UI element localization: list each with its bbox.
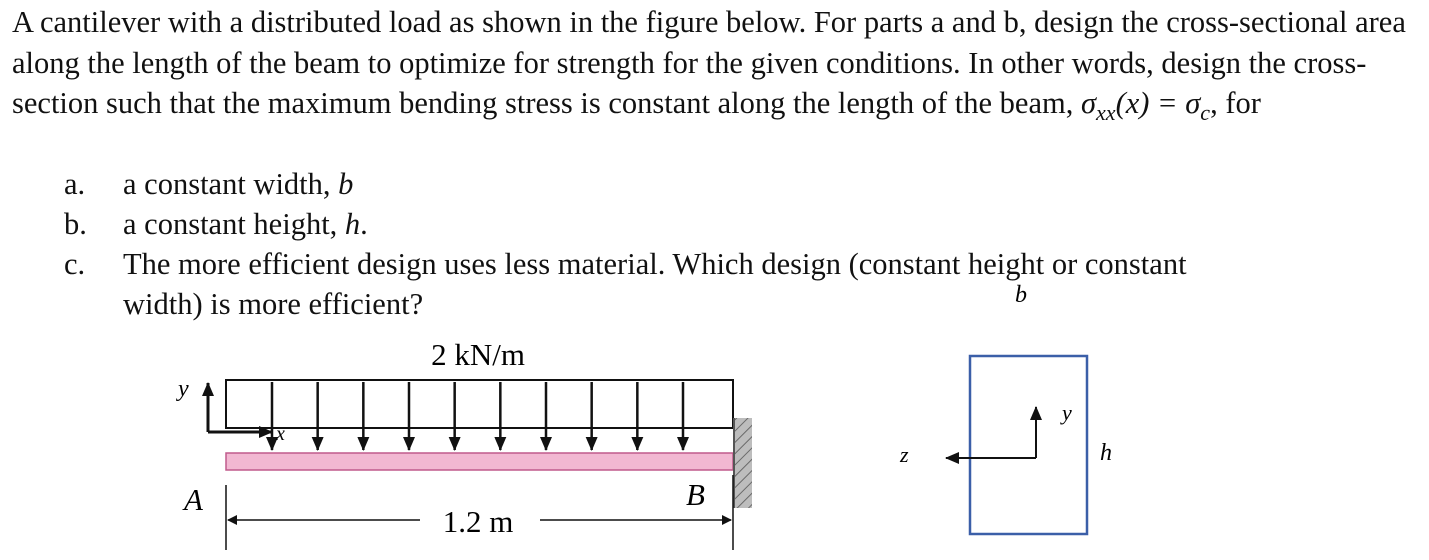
part-b-marker: b.: [64, 207, 87, 241]
sigma-subscript-xx: xx: [1096, 100, 1116, 126]
section-figure: b y z h: [899, 282, 1112, 536]
sigma-c-symbol: σ: [1185, 86, 1201, 120]
sigma-subscript-c: c: [1200, 100, 1211, 126]
beam: [225, 452, 734, 471]
x-axis-label: x: [275, 423, 285, 445]
section-z-label: z: [899, 442, 909, 467]
part-a-var: b: [338, 167, 354, 201]
point-a-label: A: [182, 482, 204, 517]
beam-figure: 2 kN/m y x 1.2 m A B: [176, 337, 752, 550]
problem-statement: A cantilever with a distributed load as …: [12, 2, 1422, 134]
load-label: 2 kN/m: [431, 337, 525, 372]
load-block: [225, 379, 734, 429]
problem-intro: A cantilever with a distributed load as …: [12, 2, 1422, 134]
part-a-text: a constant width,: [123, 167, 339, 201]
part-b-var: h: [344, 207, 361, 241]
length-label: 1.2 m: [443, 504, 514, 539]
fixed-wall: [734, 418, 752, 508]
height-label: h: [1100, 440, 1112, 466]
section-y-label: y: [1060, 400, 1072, 425]
stress-argument: (x) =: [1115, 86, 1178, 120]
load-arrows: [266, 382, 689, 451]
cross-section: [968, 354, 1089, 536]
width-label: b: [1015, 282, 1027, 308]
intro-text: A cantilever with a distributed load as …: [12, 5, 1406, 120]
part-c-text: The more efficient design uses less mate…: [123, 247, 1187, 281]
y-axis-label: y: [176, 376, 189, 402]
part-c-text-2: width) is more efficient?: [123, 287, 424, 321]
intro-end: , for: [1210, 86, 1261, 120]
part-b-text: a constant height,: [123, 207, 345, 241]
point-b-label: B: [686, 477, 705, 512]
part-c-marker: c.: [64, 247, 86, 281]
sigma-symbol: σ: [1080, 86, 1097, 120]
part-a-marker: a.: [64, 167, 86, 201]
part-b-end: .: [360, 207, 368, 241]
